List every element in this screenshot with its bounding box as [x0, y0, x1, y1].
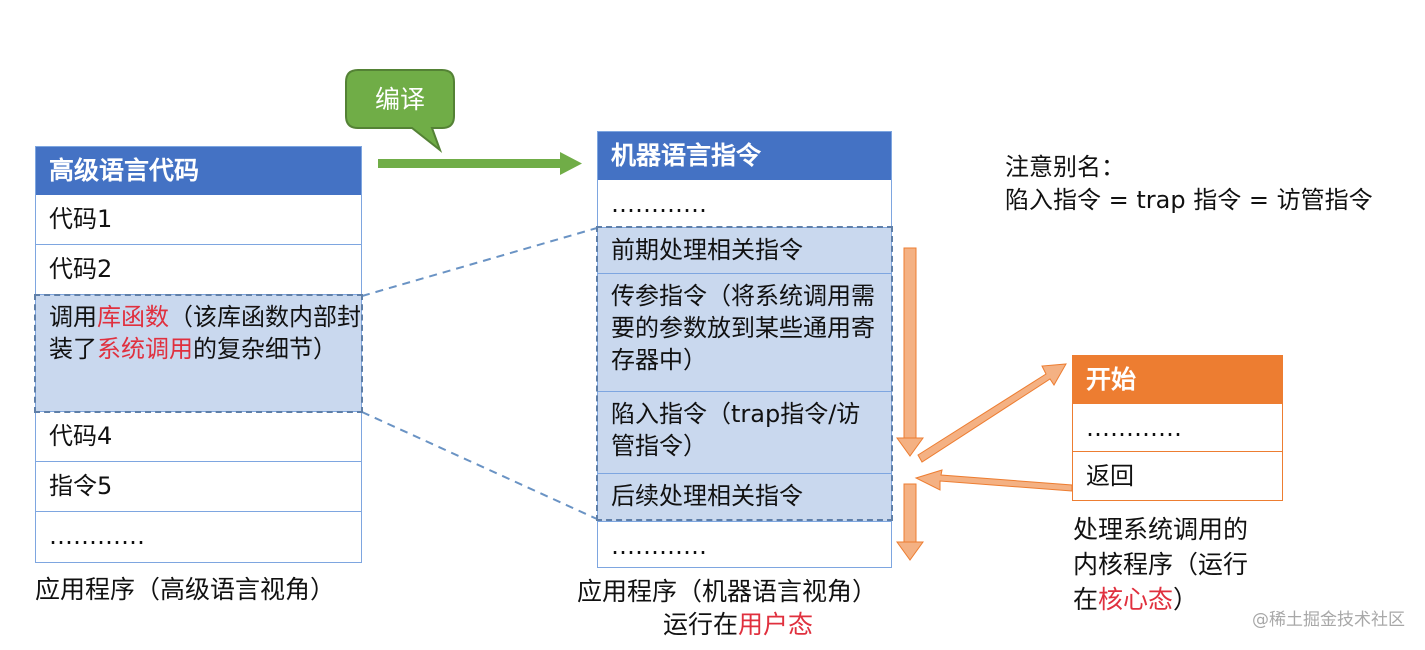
param-passing-row: 传参指令（将系统调用需要的参数放到某些通用寄存器中）: [598, 274, 891, 392]
machine-instruction-table: 机器语言指令 ………… 前期处理相关指令 传参指令（将系统调用需要的参数放到某些…: [597, 131, 892, 568]
call-suffix: 的复杂细节）: [193, 335, 337, 363]
kernel-caption-line3: 在核心态）: [1073, 584, 1198, 616]
left-caption: 应用程序（高级语言视角）: [35, 575, 336, 604]
code-row-4: 代码4: [36, 412, 361, 462]
trap-instruction-row: 陷入指令（trap指令/访管指令）: [598, 392, 891, 474]
arrow-return: [914, 469, 1073, 492]
arrow-to-kernel: [917, 363, 1067, 463]
call-prefix: 调用: [49, 303, 97, 331]
high-level-header: 高级语言代码: [36, 147, 361, 195]
kernel-mode-text: 核心态: [1098, 585, 1174, 614]
kernel-ellipsis-row: …………: [1073, 404, 1282, 452]
compile-bubble: 编译: [345, 69, 455, 153]
middle-caption-line1: 应用程序（机器语言视角）: [577, 577, 878, 606]
compile-label: 编译: [375, 85, 425, 114]
library-function-text: 库函数: [97, 303, 169, 331]
dashed-connector-top: [361, 227, 598, 297]
left-ellipsis-row: …………: [49, 522, 145, 550]
kernel-caption-line1: 处理系统调用的: [1073, 515, 1249, 544]
kernel-in-text: 在: [1073, 585, 1099, 614]
kernel-program-table: 开始 ………… 返回: [1072, 355, 1283, 501]
kernel-start-header: 开始: [1073, 356, 1282, 404]
flow-arrow-down-2: [896, 483, 924, 561]
high-level-code-table: 高级语言代码 代码1 代码2 调用库函数（该库函数内部封装了系统调用的复杂细节）…: [35, 146, 362, 563]
pre-processing-row: 前期处理相关指令: [598, 228, 891, 274]
compile-arrow: [378, 152, 582, 175]
instruction-row-5: 指令5: [36, 462, 361, 512]
user-mode-text: 用户态: [738, 610, 814, 639]
kernel-return-row: 返回: [1086, 462, 1134, 490]
kernel-close-paren: ）: [1173, 585, 1199, 614]
middle-caption-line2: 运行在用户态: [663, 609, 813, 641]
code-row-1: 代码1: [36, 195, 361, 245]
runs-in-text: 运行在: [663, 610, 739, 639]
source-watermark: @稀土掘金技术社区: [1252, 610, 1405, 630]
alias-note-body: 陷入指令 = trap 指令 = 访管指令: [1005, 186, 1373, 214]
post-processing-row: 后续处理相关指令: [598, 474, 891, 522]
call-library-row: 调用库函数（该库函数内部封装了系统调用的复杂细节）: [36, 295, 361, 412]
code-row-2: 代码2: [36, 245, 361, 295]
compile-arrow-shaft: [378, 159, 562, 168]
bubble-shape: [345, 69, 455, 153]
system-call-text: 系统调用: [97, 335, 193, 363]
machine-bottom-ellipsis: …………: [611, 532, 707, 560]
kernel-caption-line2: 内核程序（运行: [1073, 550, 1249, 579]
machine-header: 机器语言指令: [598, 132, 891, 180]
call-middle: （该库函数内部封装了: [49, 303, 361, 363]
compile-arrow-head: [560, 152, 582, 175]
machine-top-ellipsis: …………: [598, 180, 891, 228]
flow-arrow-down-1: [896, 247, 924, 457]
dashed-connector-bottom: [361, 411, 598, 520]
alias-note-title: 注意别名：: [1005, 153, 1125, 181]
